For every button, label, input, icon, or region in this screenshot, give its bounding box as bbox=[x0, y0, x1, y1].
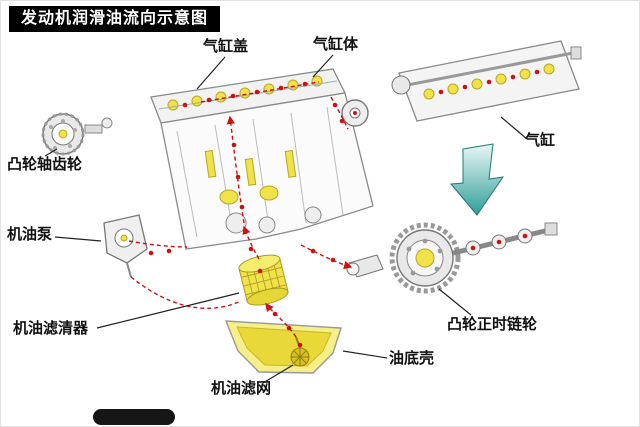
cylinder-block-part bbox=[160, 92, 374, 250]
oil-pump-part bbox=[103, 214, 148, 278]
label-cylinder-head: 气缸盖 bbox=[203, 38, 249, 55]
oil-pan-part bbox=[224, 320, 342, 374]
watermark-logo bbox=[93, 409, 175, 425]
cam-timing-sprocket-part bbox=[346, 222, 558, 294]
diagram-title: 发动机润滑油流向示意图 bbox=[9, 6, 221, 32]
oil-flow-dots bbox=[148, 69, 540, 348]
label-cylinder: 气缸 bbox=[525, 132, 556, 149]
label-oil-pump: 机油泵 bbox=[7, 226, 53, 243]
label-oil-filter: 机油滤清器 bbox=[13, 320, 89, 337]
label-cylinder-block: 气缸体 bbox=[313, 36, 359, 53]
label-camshaft-gear: 凸轮轴齿轮 bbox=[7, 156, 83, 173]
flow-direction-arrow bbox=[449, 143, 505, 216]
camshaft-gear-part bbox=[41, 112, 113, 156]
pulley-part bbox=[341, 99, 369, 127]
cylinder-bank-part bbox=[391, 40, 582, 122]
oil-flow-path bbox=[128, 81, 353, 338]
label-oil-pan: 油底壳 bbox=[389, 350, 435, 367]
label-oil-strainer: 机油滤网 bbox=[211, 380, 272, 397]
label-cam-timing-sprocket: 凸轮正时链轮 bbox=[447, 316, 538, 333]
oil-filter-part bbox=[238, 254, 289, 306]
leader-lines bbox=[44, 54, 528, 384]
